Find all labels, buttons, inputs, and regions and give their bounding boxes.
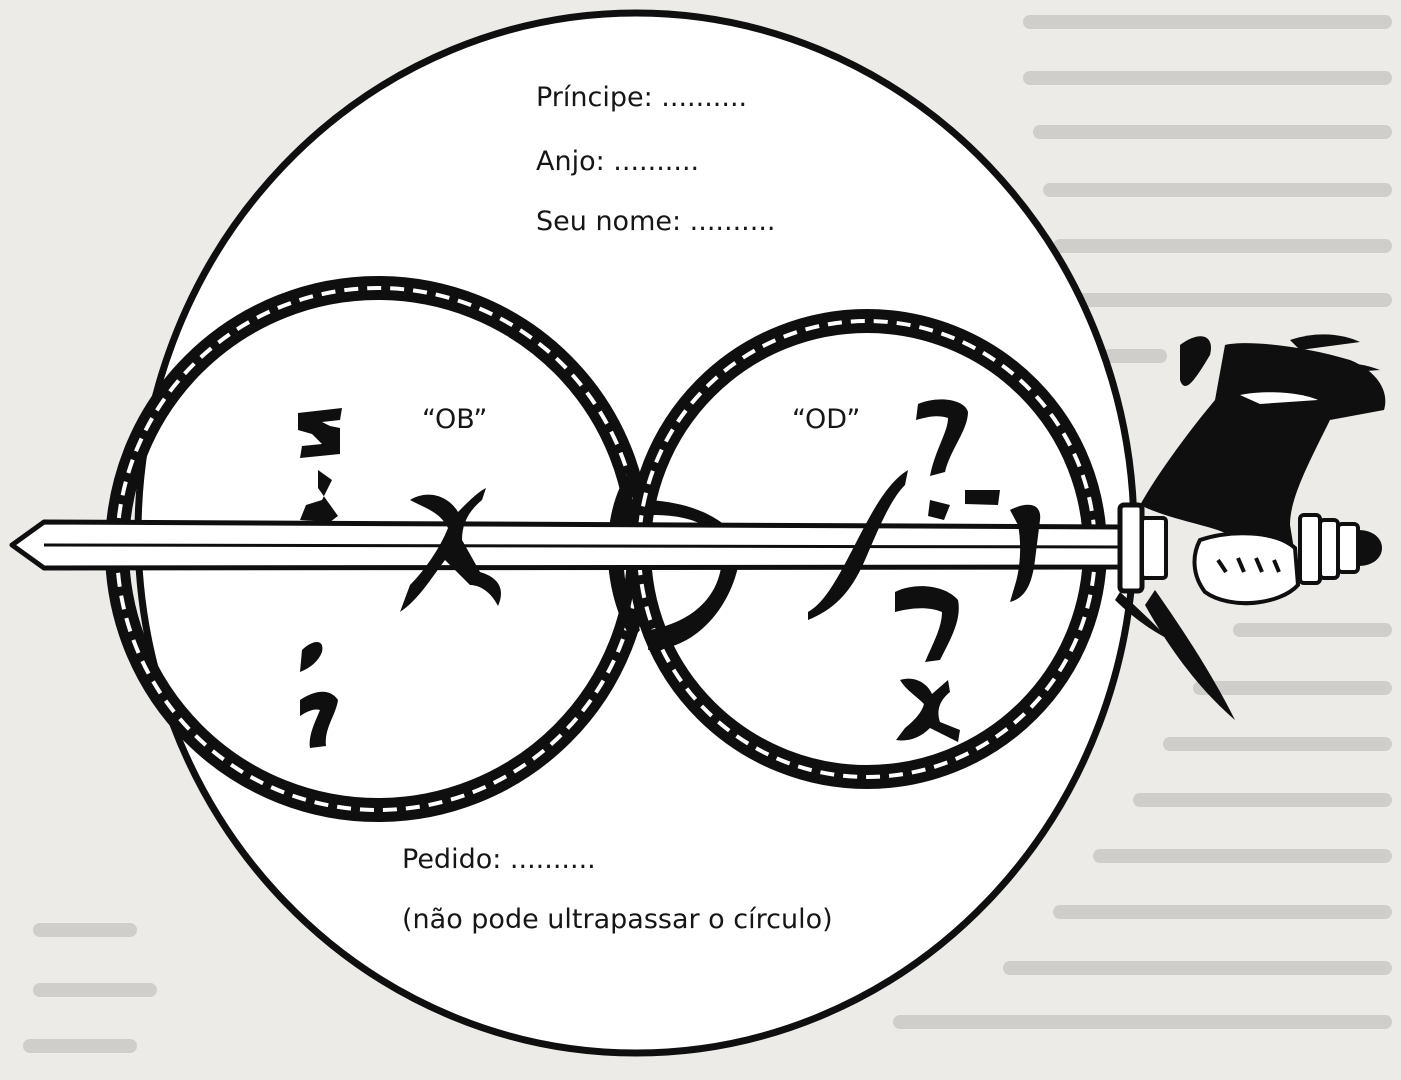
letter-yod-icon bbox=[300, 642, 323, 672]
nota-label: (não pode ultrapassar o círculo) bbox=[402, 904, 833, 935]
seu-nome-label: Seu nome: .......... bbox=[536, 206, 776, 237]
ob-label: “OB” bbox=[422, 404, 487, 435]
letter-resh-icon bbox=[916, 399, 968, 476]
letter-aleph-icon bbox=[400, 488, 501, 612]
od-label: “OD” bbox=[792, 404, 860, 435]
letter-lamed-large-icon bbox=[808, 470, 908, 620]
background-text-lines bbox=[23, 15, 1392, 1053]
letter-small-mark-icon bbox=[928, 500, 950, 520]
right-letter-glyphs bbox=[808, 399, 1041, 742]
sword-pommel bbox=[1358, 530, 1382, 566]
letter-lamed-icon bbox=[300, 470, 338, 522]
letter-nun-icon bbox=[300, 691, 338, 748]
letter-vav-icon bbox=[1010, 504, 1041, 602]
hand-icon bbox=[1115, 334, 1386, 720]
pedido-label: Pedido: .......... bbox=[402, 844, 596, 875]
anjo-label: Anjo: .......... bbox=[536, 146, 699, 177]
letter-zayin-icon bbox=[298, 408, 342, 458]
left-letter-glyphs bbox=[298, 408, 501, 748]
letter-yod-right-icon bbox=[965, 490, 1000, 505]
crescent-left bbox=[607, 470, 640, 640]
letter-kaf-icon bbox=[895, 586, 959, 662]
letter-aleph-right-icon bbox=[896, 678, 960, 742]
sword bbox=[9, 502, 1382, 594]
sword-guard bbox=[1117, 502, 1145, 594]
principe-label: Príncipe: .......... bbox=[536, 82, 747, 113]
